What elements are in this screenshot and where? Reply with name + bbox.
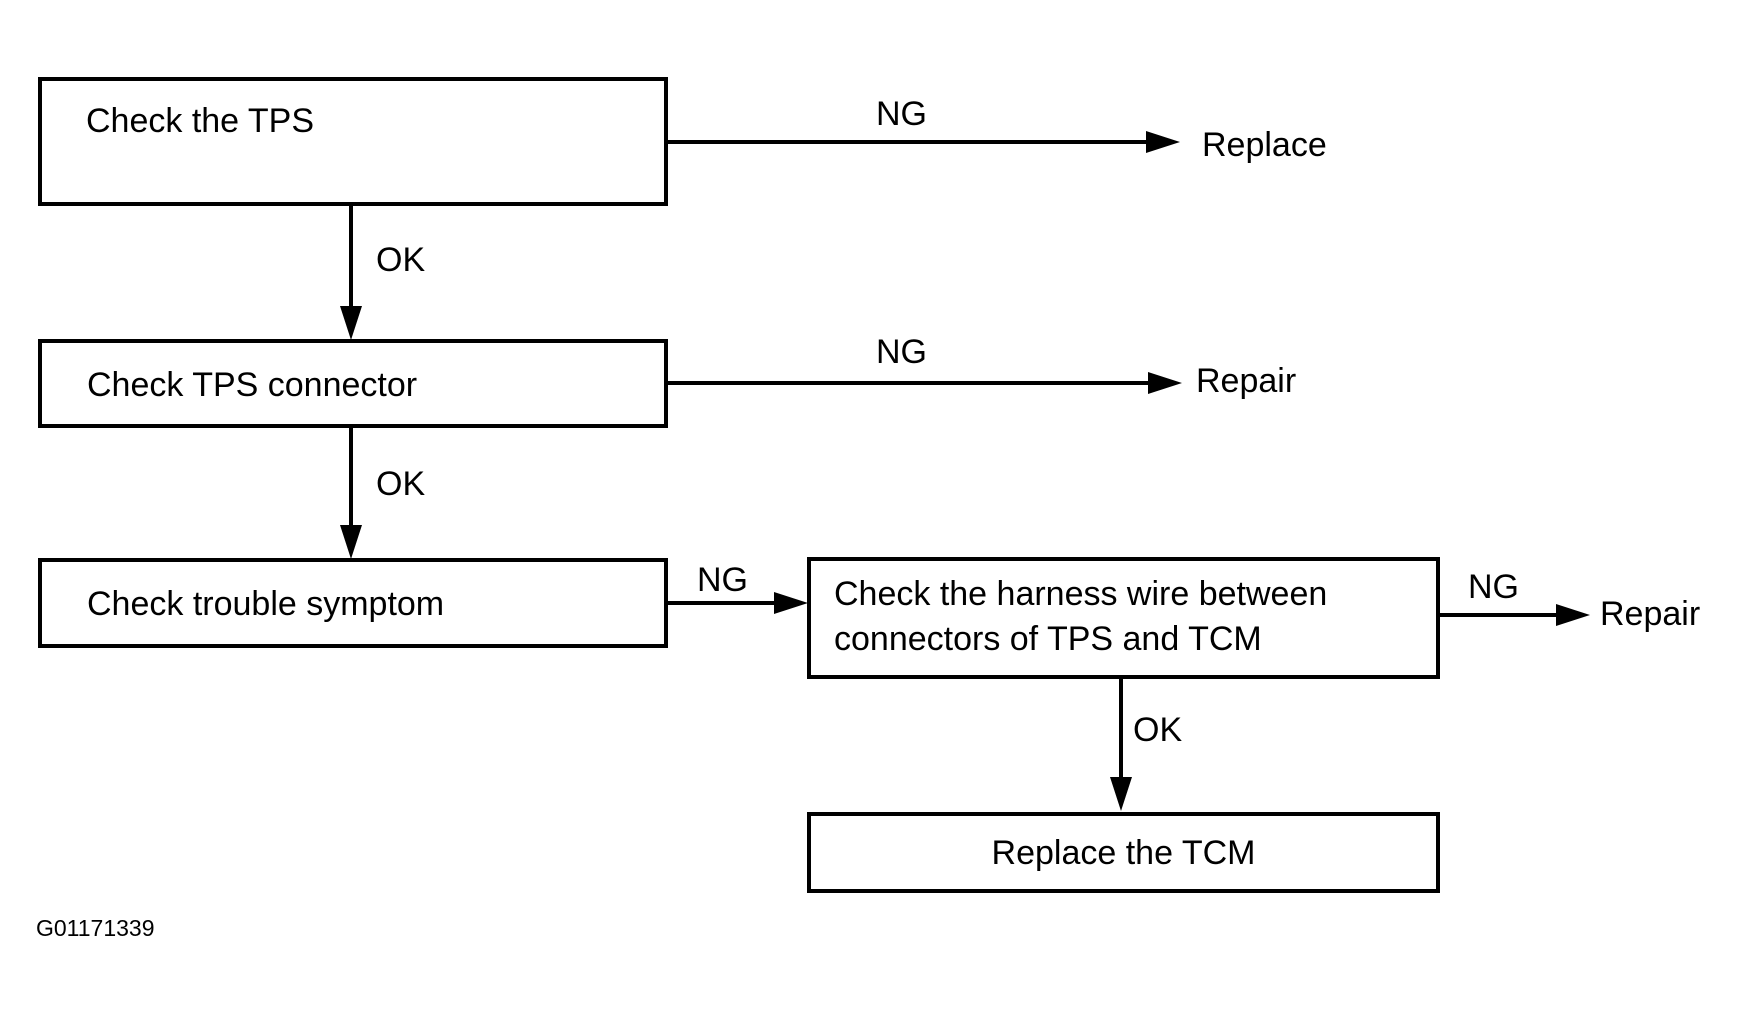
arrowhead	[340, 525, 362, 559]
label-ng-connector: NG	[876, 333, 927, 371]
step-check-trouble-symptom-label: Check trouble symptom	[87, 585, 445, 623]
outcome-repair-harness: Repair	[1600, 595, 1701, 633]
label-ok-connector: OK	[376, 465, 426, 503]
outcome-repair-connector: Repair	[1196, 362, 1297, 400]
step-check-harness-wire-line2: connectors of TPS and TCM	[834, 620, 1262, 658]
step-check-tps: Check the TPS	[38, 77, 668, 206]
step-check-trouble-symptom: Check trouble symptom	[38, 558, 668, 648]
step-check-harness-wire: Check the harness wire between connector…	[807, 557, 1440, 679]
outcome-replace: Replace	[1202, 126, 1327, 164]
arrowhead	[1148, 372, 1182, 394]
step-check-tps-label: Check the TPS	[86, 102, 315, 140]
label-ng-symptom: NG	[697, 561, 748, 599]
step-check-tps-connector-label: Check TPS connector	[87, 366, 418, 404]
step-replace-tcm: Replace the TCM	[807, 812, 1440, 893]
label-ng-harness: NG	[1468, 568, 1519, 606]
arrowhead	[1556, 604, 1590, 626]
arrowhead	[1110, 777, 1132, 811]
label-ng-tps: NG	[876, 95, 927, 133]
step-replace-tcm-label: Replace the TCM	[991, 834, 1256, 872]
step-check-tps-connector: Check TPS connector	[38, 339, 668, 428]
arrowhead	[1146, 131, 1180, 153]
arrowhead	[340, 306, 362, 340]
label-ok-tps: OK	[376, 241, 426, 279]
label-ok-harness: OK	[1133, 711, 1183, 749]
arrowhead	[774, 592, 808, 614]
step-check-harness-wire-line1: Check the harness wire between	[834, 575, 1328, 613]
figure-id: G01171339	[36, 915, 155, 941]
